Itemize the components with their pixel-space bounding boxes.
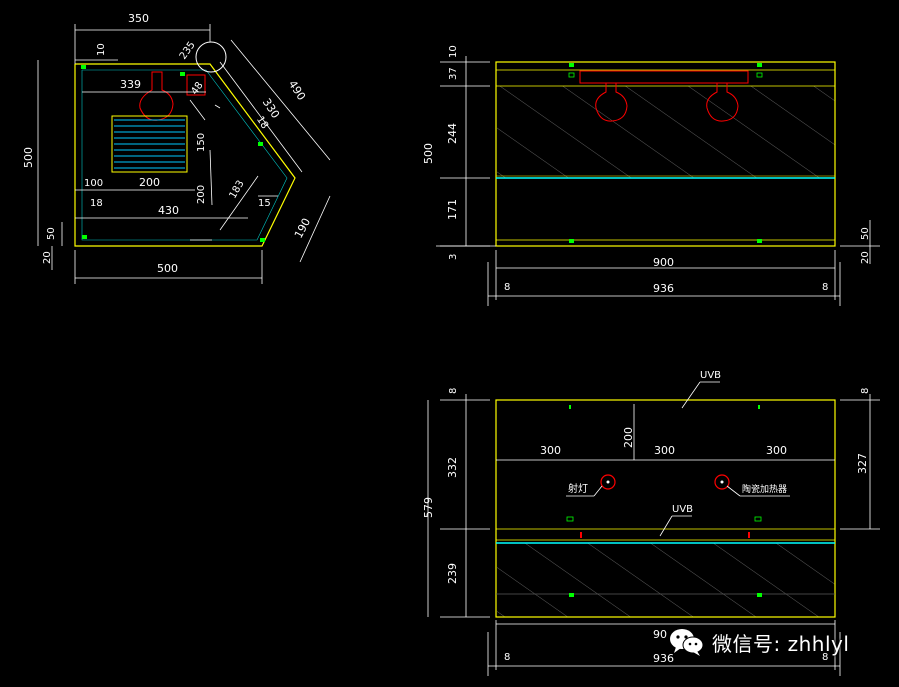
section-marker (569, 593, 574, 597)
front-dim-total-500: 500 (422, 143, 435, 164)
plan-marker (258, 142, 263, 146)
section-marker (748, 532, 750, 538)
front-dim-37: 37 (448, 67, 459, 80)
front-marker (569, 239, 574, 243)
corner-circle (195, 41, 227, 73)
front-lamp-right (706, 82, 739, 122)
plan-grille (111, 115, 188, 173)
section-dim-vert-200: 200 (622, 427, 635, 448)
section-dim-936: 936 (653, 652, 674, 665)
dim-bottom-width: 500 (157, 262, 178, 275)
section-marker (757, 593, 762, 597)
dim-corner-size: 235 (178, 40, 198, 62)
front-dim-lines (436, 56, 880, 306)
plan-marker (81, 65, 86, 69)
plan-lamp (139, 71, 174, 121)
watermark: 微信号: zhhlyl (668, 622, 890, 662)
front-dim-244: 244 (446, 123, 459, 144)
section-view: UVB UVB 射灯 陶瓷加热器 8 8 332 327 579 239 300… (422, 370, 880, 676)
front-marker (756, 72, 763, 78)
front-dim-right-20: 20 (860, 251, 871, 264)
plan-lamp-holder (186, 74, 206, 96)
dim-left-20: 20 (42, 251, 53, 264)
section-hatch (497, 543, 835, 617)
dim-left-height: 500 (22, 147, 35, 168)
plan-marker (180, 72, 185, 76)
uvb-mid-label: UVB (672, 504, 693, 515)
dim-top-width: 350 (128, 12, 149, 25)
front-dim-left-8: 8 (504, 282, 510, 293)
dim-vertical-200: 200 (196, 185, 207, 204)
front-lamp-bar (579, 70, 749, 84)
front-dim-900: 900 (653, 256, 674, 269)
dim-diag-183: 183 (228, 179, 247, 201)
section-marker (754, 516, 762, 522)
plan-marker (82, 235, 87, 239)
section-dim-300-a: 300 (540, 444, 561, 457)
front-dim-bottom-3: 3 (448, 254, 459, 260)
section-marker (580, 532, 582, 538)
dim-vertical-150: 150 (196, 133, 207, 152)
section-dim-top-8-left: 8 (448, 388, 459, 394)
plan-view: 350 10 235 339 48 490 330 18 150 100 200… (22, 12, 331, 284)
dim-diag-15: 15 (258, 198, 271, 209)
front-dim-right-8: 8 (822, 282, 828, 293)
wechat-icon (668, 627, 704, 657)
spot-lamp-circle (600, 474, 616, 490)
dim-left-50: 50 (46, 227, 57, 240)
section-marker (569, 405, 571, 409)
section-dim-left-8: 8 (504, 652, 510, 663)
plan-dim-lines (37, 24, 331, 284)
dim-diag-190: 190 (292, 216, 313, 241)
front-marker (757, 239, 762, 243)
section-dim-579: 579 (422, 497, 435, 518)
section-dim-900: 90 (653, 628, 667, 641)
front-dim-right-50: 50 (860, 227, 871, 240)
section-dim-right-8: 8 (822, 652, 828, 663)
section-dim-lines (427, 381, 880, 676)
dim-width-200: 200 (139, 176, 160, 189)
uvb-top-label: UVB (700, 370, 721, 381)
spot-lamp-label: 射灯 (568, 483, 588, 495)
section-marker (758, 405, 760, 409)
front-marker (569, 63, 574, 67)
dim-left-100: 100 (84, 178, 103, 189)
front-lamp-left (595, 82, 628, 122)
section-dim-327: 327 (856, 453, 869, 474)
plan-outline (74, 63, 296, 247)
plan-inner-line (81, 69, 288, 241)
dim-length-430: 430 (158, 204, 179, 217)
front-dim-top-10: 10 (448, 45, 459, 58)
dim-left-18: 18 (90, 198, 103, 209)
front-view: 10 37 244 500 171 3 900 8 936 8 50 20 (422, 45, 880, 306)
section-marker (566, 516, 574, 522)
section-outline (495, 399, 836, 618)
front-hatch (497, 86, 835, 178)
dim-small-gap: 48 (189, 80, 205, 97)
front-dim-171: 171 (446, 199, 459, 220)
heater-label: 陶瓷加热器 (742, 483, 787, 495)
front-marker (568, 72, 575, 78)
plan-marker (260, 238, 265, 242)
section-dim-332: 332 (446, 457, 459, 478)
heater-circle (714, 474, 730, 490)
dim-inner-length: 339 (120, 78, 141, 91)
dim-diag-long: 490 (286, 78, 308, 103)
dim-top-offset: 10 (96, 43, 107, 56)
front-outline (495, 61, 836, 247)
section-dim-239: 239 (446, 563, 459, 584)
dim-diag-small: 18 (254, 114, 270, 131)
section-dim-300-b: 300 (654, 444, 675, 457)
watermark-text: 微信号: zhhlyl (712, 631, 850, 656)
front-marker (757, 63, 762, 67)
section-dim-300-c: 300 (766, 444, 787, 457)
section-dim-top-8-right: 8 (860, 388, 871, 394)
front-dim-936: 936 (653, 282, 674, 295)
